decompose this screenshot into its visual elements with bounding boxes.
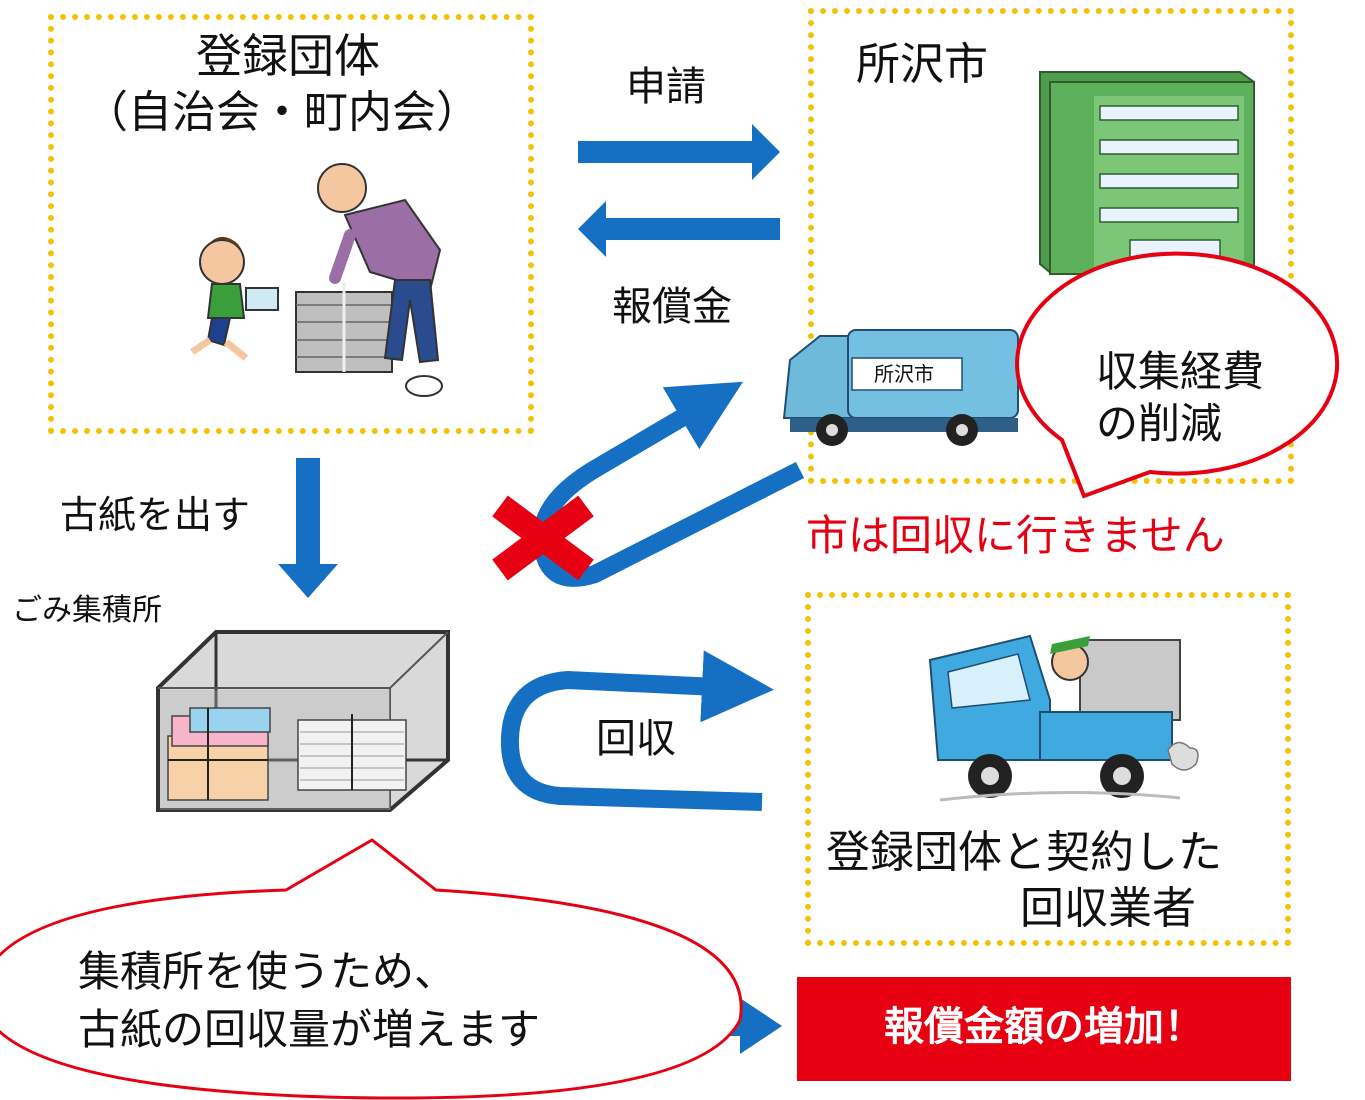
collect-route (500, 650, 774, 811)
truck-label: 所沢市 (874, 362, 934, 386)
put-out-arrow (278, 458, 338, 598)
cost-callout-bubble (1015, 251, 1340, 499)
group-title: 登録団体 (196, 29, 380, 83)
elder-child-illustration (190, 163, 443, 397)
contractor-line1: 登録団体と契約した (826, 827, 1222, 878)
contractor-line2: 回収業者 (1020, 883, 1196, 934)
city-box (808, 8, 1294, 484)
cost-callout-line2: の削減 (1096, 399, 1223, 448)
reward-arrow (578, 201, 780, 257)
contractor-box (805, 592, 1291, 946)
amount-callout-line1: 集積所を使うため、 (78, 947, 457, 996)
collection-point-label: ごみ集積所 (12, 593, 162, 628)
apply-arrow (578, 124, 780, 180)
group-box (48, 14, 534, 434)
reward-label: 報償金 (612, 284, 732, 330)
result-banner-bg (797, 977, 1291, 1081)
result-banner: 報償金額の増加！ (884, 1004, 1204, 1050)
collect-label: 回収 (596, 716, 676, 762)
cost-callout-line1: 収集経費 (1096, 347, 1265, 396)
put-out-label: 古紙を出す (60, 493, 251, 537)
city-garbage-truck (782, 329, 1019, 446)
amount-callout-bubble (0, 838, 743, 1100)
collection-point-cage (156, 630, 450, 812)
city-title: 所沢市 (856, 39, 988, 90)
contractor-truck (928, 634, 1199, 802)
group-subtitle: （自治会・町内会） (84, 87, 480, 138)
amount-callout-line2: 古紙の回収量が増えます (78, 1005, 541, 1054)
city-no-collection-notice: 市は回収に行きません (806, 511, 1225, 560)
apply-label: 申請 (626, 64, 706, 110)
city-hall-building (1039, 71, 1255, 275)
cross-mark-icon (492, 495, 594, 581)
